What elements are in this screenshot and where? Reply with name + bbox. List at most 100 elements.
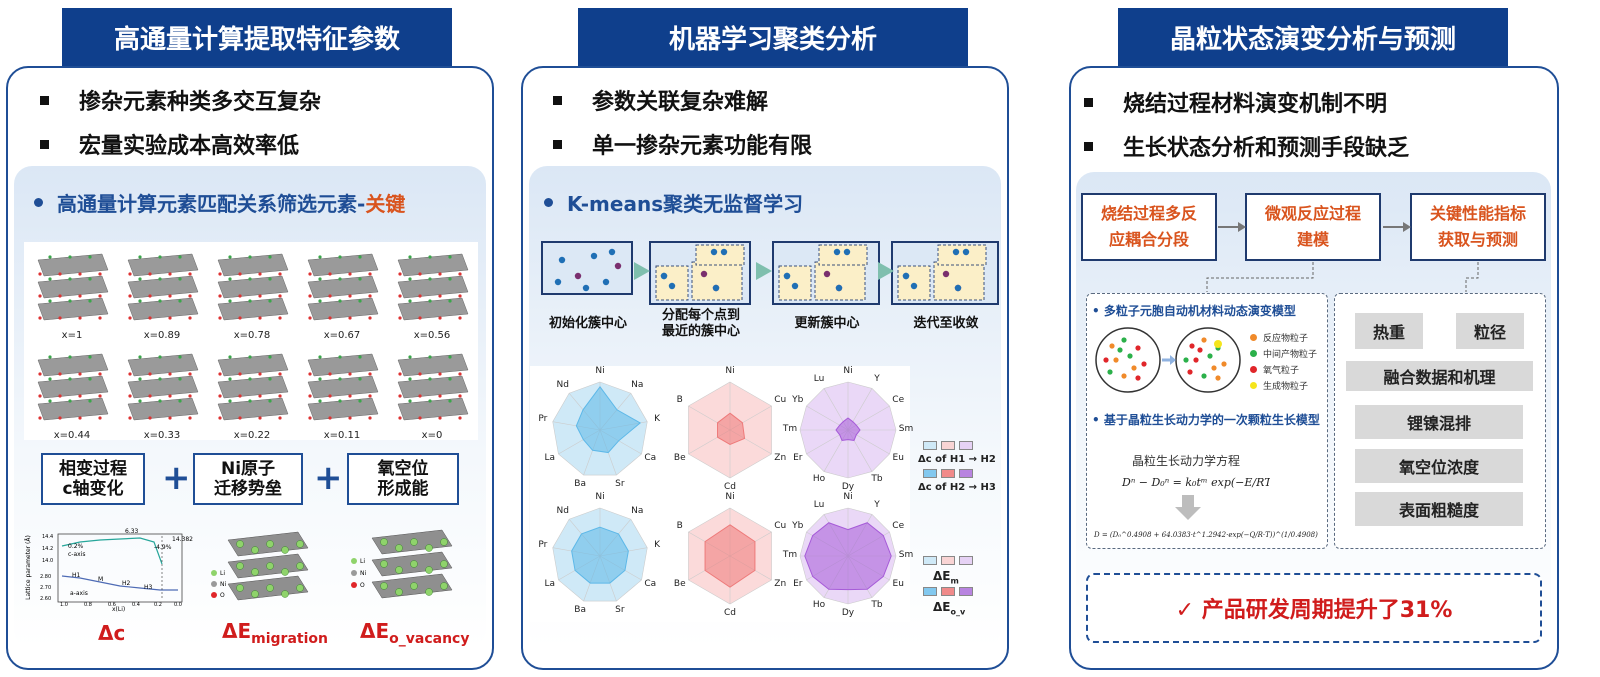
arrow-right-icon [878,262,894,280]
legend-swatch [959,469,973,478]
legend-dot-o [211,592,217,598]
legend-swatch [941,469,955,478]
equation-text: Dⁿ − D₀ⁿ = k₀tᵐ exp(−E/RT) [1121,476,1270,489]
particle [1201,337,1207,343]
particle [1117,347,1123,353]
crystal-composition-label: x=0.22 [233,430,271,441]
legend-dot-li [211,570,217,576]
arrow-right-icon [756,262,772,280]
radar-axis-label: Ca [644,579,657,589]
legend-swatch [959,587,973,596]
transition-arrow-head [1170,355,1176,365]
legend-ni: Ni [360,570,367,577]
radar-axis-label: Dy [841,482,855,492]
delta-e-migration-label: ΔEmigration [222,619,328,647]
flow-step-modeling: 微观反应过程建模 [1245,193,1381,261]
plot-annotation: 0.2% [68,543,84,550]
plot-annotation: M [98,576,104,583]
legend-dot-o [351,582,357,588]
plot-xtick: 0.2 [154,602,162,608]
radar-axis-label: Tm [782,550,798,560]
plot-annotation: H2 [122,580,131,587]
cluster-region [933,261,985,301]
data-point [700,270,708,278]
data-point [582,284,590,292]
particle [1127,353,1133,359]
li-atom [425,566,433,574]
radar-axis-label: Sm [898,550,914,560]
ni-migration-structure-image: Li Ni O [206,528,314,616]
radar-axis-label: Zn [774,579,787,589]
data-point [554,278,562,286]
li-atom [425,544,433,552]
li-atom [440,582,448,590]
radar-axis-label: Cd [724,482,736,492]
radar-axis-label: B [676,521,683,531]
radar-axis-label: Ba [574,604,586,615]
radar-axis-label: Ca [644,453,657,463]
particle [1107,369,1113,375]
flow-step-sintering: 烧结过程多反应耦合分段 [1081,193,1217,261]
plus-sign: + [314,458,343,498]
radar-axis-label: Ni [843,492,853,502]
li-atom [380,560,388,568]
crystal-composition-label: x=0.89 [143,330,181,341]
bullet-item: 掺杂元素种类多交互复杂 [40,84,321,116]
bullet-item: 生长状态分析和预测手段缺乏 [1084,130,1409,162]
li-atom [236,540,244,548]
down-arrow-icon [1173,495,1203,525]
plot-annotation: 6.33 [125,528,139,535]
indicator-tga: 热重 [1355,313,1423,349]
data-point [710,248,718,256]
plot-ylabel: Lattice parameter (Å) [24,535,32,600]
plot-xtick: 0.6 [108,602,116,608]
step-label: 迭代至收敛 [913,316,979,331]
legend-intermediate: 中间产物粒子 [1250,347,1317,360]
radar-series-shape [704,524,756,588]
radar-axis-label: Ho [812,600,826,611]
cluster-region [814,261,866,301]
plot-xtick: 0.4 [132,602,140,608]
radar-series-shape [575,385,642,454]
radar-series-shape [571,526,629,584]
particle [1135,345,1141,351]
radar-axis-label: Y [874,499,880,510]
sub-heading-screening: 高通量计算元素匹配关系筛选元素-关键 [34,188,405,217]
delta-c-label: Δc [98,621,126,645]
plot-annotation: H1 [72,572,81,579]
crystal-structure [37,353,109,421]
particle [1131,365,1137,371]
li-atom [440,560,448,568]
result-text: ✓ 产品研发周期提升了31% [1175,598,1453,623]
data-point [558,256,566,264]
data-point [574,272,582,280]
radar-axis-label: Pr [538,413,548,424]
particle [1113,357,1119,363]
radar-axis-label: Eu [892,579,904,589]
legend-swatch [923,556,937,565]
li-atom [440,538,448,546]
li-atom [395,588,403,596]
data-point [720,248,728,256]
particle [1189,343,1195,349]
radar-series-shape [835,417,861,441]
delta-e-vacancy-label: ΔEo_vacancy [360,619,470,647]
radar-axis-label: Dy [841,608,855,618]
radar-axis-label: B [676,395,683,405]
radar-axis-label: Be [673,579,686,589]
legend-reactant: 反应物粒子 [1250,331,1308,344]
radar-axis-label: Tb [871,600,883,611]
lattice-parameter-plot: Lattice parameter (Å) x(Li) 0.2% c-axis … [25,528,193,614]
li-atom [395,566,403,574]
legend-label: Δc of H2 → H3 [918,482,996,493]
particle [1201,373,1207,379]
bullet-item: 单一掺杂元素功能有限 [553,128,812,160]
plot-annotation: -4.9% [154,544,172,551]
cluster-region [937,244,987,266]
legend-swatch [959,441,973,450]
legend-swatch [923,469,937,478]
crystal-structure [217,353,289,421]
panel-1-title: 高通量计算提取特征参数 [62,8,452,66]
li-atom [281,590,289,598]
